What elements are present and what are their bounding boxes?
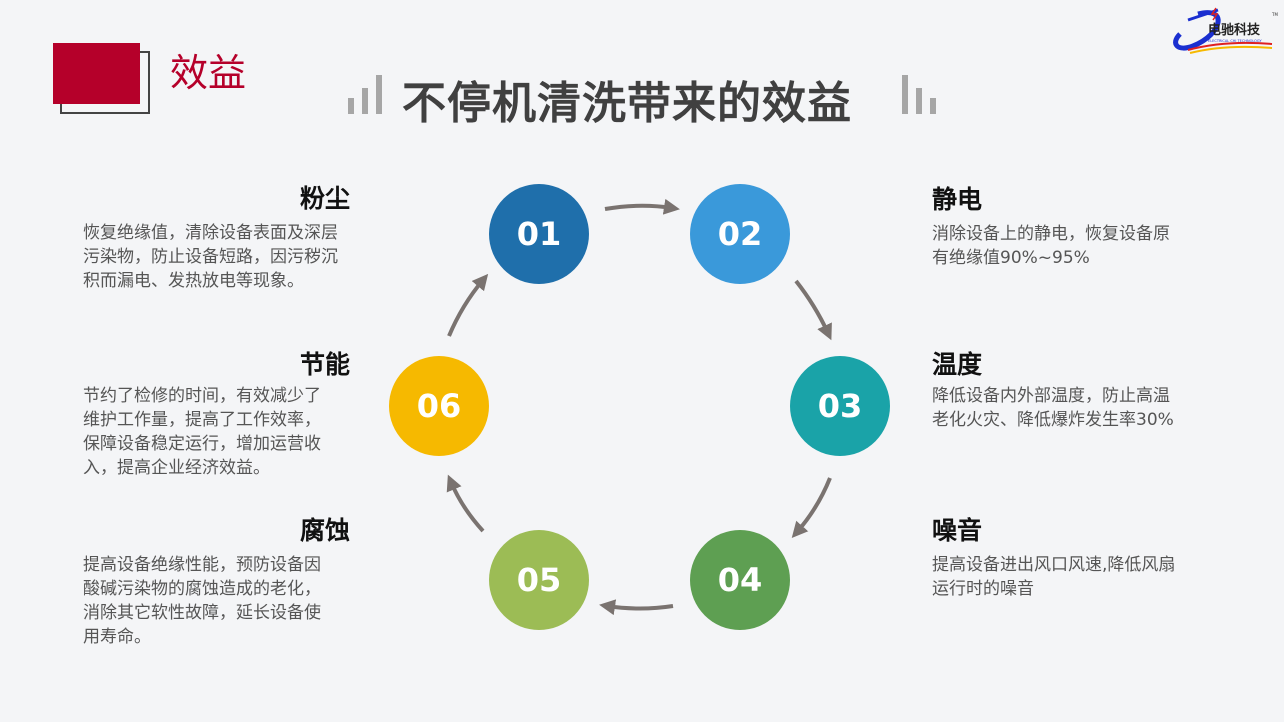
- benefit-temperature-title: 温度: [932, 350, 983, 379]
- section-box: [53, 43, 140, 104]
- benefit-corrosion-text: 提高设备绝缘性能，预防设备因酸碱污染物的腐蚀造成的老化，消除其它软性故障，延长设…: [83, 555, 321, 647]
- arrow-06-01: [447, 273, 489, 337]
- arrow-05-06: [446, 474, 485, 533]
- step-circle-06: 06: [389, 356, 489, 456]
- arrow-02-03: [794, 279, 832, 341]
- step-circle-03: 03: [790, 356, 890, 456]
- step-circle-04: 04: [690, 530, 790, 630]
- benefit-energy-title: 节能: [299, 350, 350, 379]
- section-title: 效益: [170, 51, 247, 95]
- benefit-dust-title: 粉尘: [299, 184, 350, 213]
- benefit-temperature-text: 降低设备内外部温度，防止高温老化火灾、降低爆炸发生率30%: [932, 386, 1174, 430]
- benefit-static-title: 静电: [932, 185, 983, 214]
- benefit-corrosion-title: 腐蚀: [299, 516, 350, 545]
- benefit-noise-text: 提高设备进出风口风速,降低风扇运行时的噪音: [932, 555, 1176, 599]
- svg-text:ELECTRICAL CHI TECHNOLOGY: ELECTRICAL CHI TECHNOLOGY: [1208, 39, 1262, 43]
- benefit-dust-text: 恢复绝缘值，清除设备表面及深层污染物，防止设备短路，因污秽沉积而漏电、发热放电等…: [83, 223, 338, 291]
- company-logo: 电驰科技 ELECTRICAL CHI TECHNOLOGY TM: [1168, 4, 1280, 56]
- step-circle-01: 01: [489, 184, 589, 284]
- arrow-03-04: [791, 477, 832, 539]
- arrow-04-05: [599, 599, 674, 616]
- main-title: 不停机清洗带来的效益: [402, 78, 852, 129]
- svg-text:TM: TM: [1271, 12, 1278, 17]
- step-circle-05: 05: [489, 530, 589, 630]
- benefit-energy-text: 节约了检修的时间，有效减少了维护工作量，提高了工作效率，保障设备稳定运行，增加运…: [83, 386, 321, 478]
- benefit-static-text: 消除设备上的静电，恢复设备原有绝缘值90%~95%: [932, 224, 1170, 268]
- arrow-01-02: [604, 198, 680, 215]
- svg-text:电驰科技: 电驰科技: [1208, 22, 1261, 38]
- benefit-noise-title: 噪音: [932, 516, 983, 545]
- step-circle-02: 02: [690, 184, 790, 284]
